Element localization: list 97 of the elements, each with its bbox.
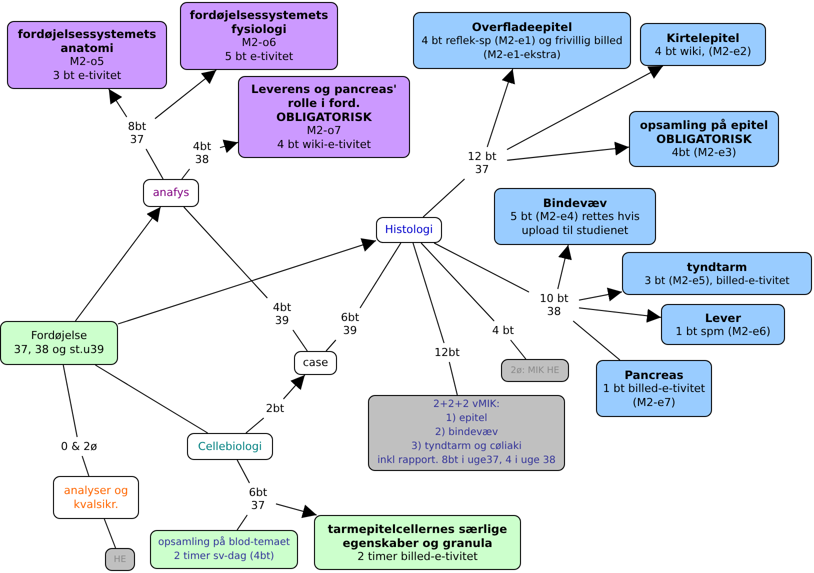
connector-line: [104, 518, 116, 548]
box-heading: Kirtelepitel: [666, 30, 740, 44]
link-label: 6bt 39: [335, 311, 365, 337]
arrow: [154, 70, 217, 120]
concept-box: [494, 188, 656, 245]
connector-line: [183, 206, 268, 298]
connector-line: [94, 364, 208, 434]
concept-box: [368, 395, 565, 471]
box-text: inkl rapport. 8bt i uge37, 4 i uge 38: [377, 454, 556, 468]
connector-line: [181, 168, 190, 180]
link-label: 10 bt 38: [532, 292, 576, 318]
link-label: 8bt 37: [122, 120, 152, 146]
link-label: 6bt 37: [243, 486, 273, 512]
arrow: [557, 244, 572, 290]
box-text: 3 bt (M2-e5), billed-e-tivitet: [644, 274, 790, 288]
concept-box: Histologi: [376, 217, 442, 243]
box-text: 4bt (M2-e3): [672, 146, 736, 160]
link-label: 2bt: [262, 402, 288, 415]
concept-box: anafys: [143, 179, 199, 207]
box-heading: fordøjelsessystemets anatomi: [16, 27, 158, 55]
box-heading: fordøjelsessystemets fysiologi: [188, 8, 330, 36]
box-text: Fordøjelse: [30, 329, 88, 343]
arrow: [506, 66, 664, 150]
concept-box: [661, 304, 785, 345]
connector-line: [434, 242, 530, 293]
box-text: 3) tyndtarm og cøliaki: [411, 440, 522, 454]
connector-line: [236, 514, 248, 530]
box-text: M2-o5: [70, 55, 104, 69]
connector-line: [422, 178, 466, 218]
box-text: 5 bt e-tivitet: [224, 50, 294, 64]
box-heading: Overfladeepitel: [472, 20, 572, 34]
connector-line: [510, 340, 526, 360]
box-heading: Lever: [704, 310, 742, 324]
concept-box: [238, 76, 410, 158]
arrow: [108, 88, 128, 118]
connector-line: [236, 460, 250, 484]
box-text: 4 bt wiki, (M2-e2): [654, 44, 752, 58]
arrow: [282, 374, 306, 400]
arrow: [74, 206, 162, 322]
arrow: [486, 68, 515, 148]
box-text: 2) bindevæv: [434, 426, 498, 440]
connector-line: [245, 418, 264, 434]
link-label: 4 bt: [488, 324, 518, 337]
box-heading: tarmepitelcellernes særlige egenskaber og granula: [326, 522, 508, 550]
box-text: 4 bt wiki-e-tivitet: [277, 138, 371, 152]
box-text: M2-o6: [242, 36, 276, 50]
box-text: 5 bt (M2-e4) rettes hvis upload til studienet: [509, 210, 641, 238]
box-heading: Leverens og pancreas' rolle i ford. OBLIGATORISK: [250, 82, 398, 124]
arrow: [578, 288, 622, 302]
connector-line: [326, 340, 336, 352]
box-heading: tyndtarm: [686, 260, 748, 274]
concept-box: Cellebiologi: [187, 433, 273, 460]
concept-box: [640, 23, 766, 66]
box-text: 3 bt e-tivitet: [52, 69, 122, 83]
link-label: 4bt 38: [187, 140, 217, 166]
link-label: 12bt: [429, 346, 465, 359]
concept-box: [7, 21, 167, 89]
link-label: 12 bt 37: [460, 150, 504, 176]
concept-box: [150, 530, 298, 569]
connector-line: [572, 320, 620, 360]
arrow: [220, 140, 238, 154]
concept-box: [0, 321, 118, 365]
connector-line: [448, 362, 458, 396]
box-text: 1 bt spm (M2-e6): [675, 324, 771, 338]
connector-line: [360, 242, 402, 308]
connector-line: [82, 456, 90, 476]
concept-box: [629, 111, 779, 167]
arrow: [118, 238, 376, 324]
connector-line: [146, 148, 164, 180]
box-text: 4 bt reflek-sp (M2-e1) og frivillig billed (M2-e1-ekstra): [420, 34, 624, 62]
box-heading: Pancreas: [624, 368, 684, 382]
box-heading: Bindevæv: [543, 196, 607, 210]
box-text: 2+2+2 vMIK:: [433, 398, 500, 412]
box-text: 1) epitel: [446, 412, 488, 426]
arrow: [578, 307, 662, 323]
arrow: [276, 503, 318, 518]
box-text: 2 timer billed-e-tivitet: [357, 550, 478, 564]
box-text: 37, 38 og st.u39: [14, 343, 104, 357]
concept-box: [596, 360, 712, 417]
concept-box: [413, 12, 631, 69]
connector-line: [292, 330, 308, 352]
link-label: 0 & 2ø: [54, 440, 104, 453]
box-text: M2-o7: [306, 124, 342, 138]
arrow: [506, 142, 630, 161]
connector-line: [62, 364, 78, 438]
concept-box: [180, 2, 338, 70]
concept-box: case: [294, 351, 337, 375]
concept-box: [622, 252, 812, 295]
concept-box: [314, 515, 521, 570]
concept-box: analyser og kvalsikr.: [53, 476, 139, 519]
box-text: 2 timer sv-dag (4bt): [174, 550, 274, 564]
connector-line: [420, 242, 495, 322]
box-heading: opsamling på epitel OBLIGATORISK: [638, 118, 770, 146]
link-label: 4bt 39: [267, 301, 297, 327]
box-text: opsamling på blod-temaet: [158, 536, 290, 550]
box-text: 1 bt billed-e-tivitet (M2-e7): [602, 382, 706, 410]
connector-line: [412, 242, 445, 344]
